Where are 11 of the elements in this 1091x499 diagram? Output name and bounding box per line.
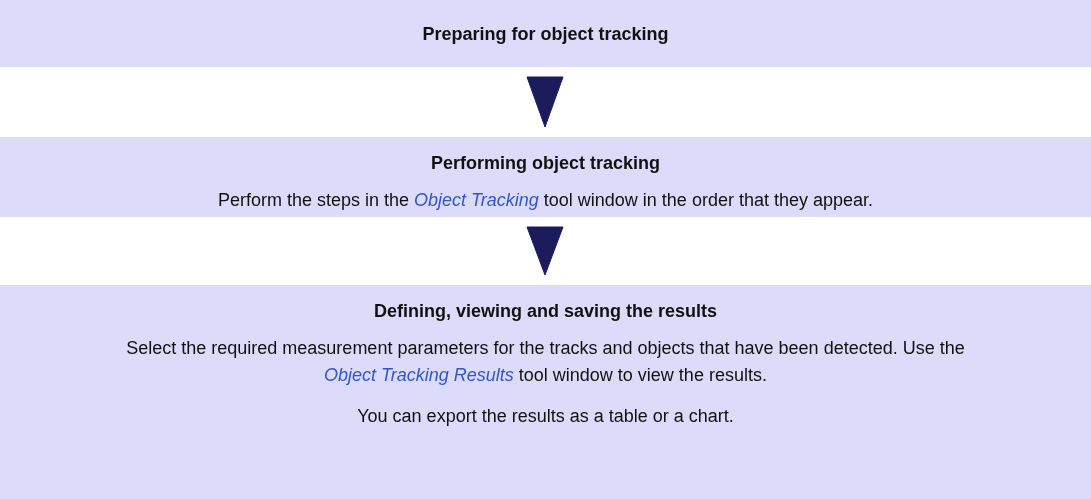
step-heading: Defining, viewing and saving the results — [373, 300, 718, 323]
arrow — [526, 76, 564, 128]
step-band — [0, 285, 1091, 499]
step-description: You can export the results as a table or a chart. — [356, 405, 735, 428]
step-heading: Preparing for object tracking — [422, 23, 669, 46]
step-heading: Performing object tracking — [430, 152, 660, 175]
arrow — [526, 226, 564, 276]
step-description: Select the required measurement parameters for the tracks and objects that have been detected. Use the Object Tracking Results tool window to view the results. — [125, 337, 966, 387]
step-band — [0, 0, 1091, 67]
step-band — [0, 137, 1091, 217]
step-description: Perform the steps in the Object Tracking tool window in the order that they appear. — [217, 189, 874, 212]
